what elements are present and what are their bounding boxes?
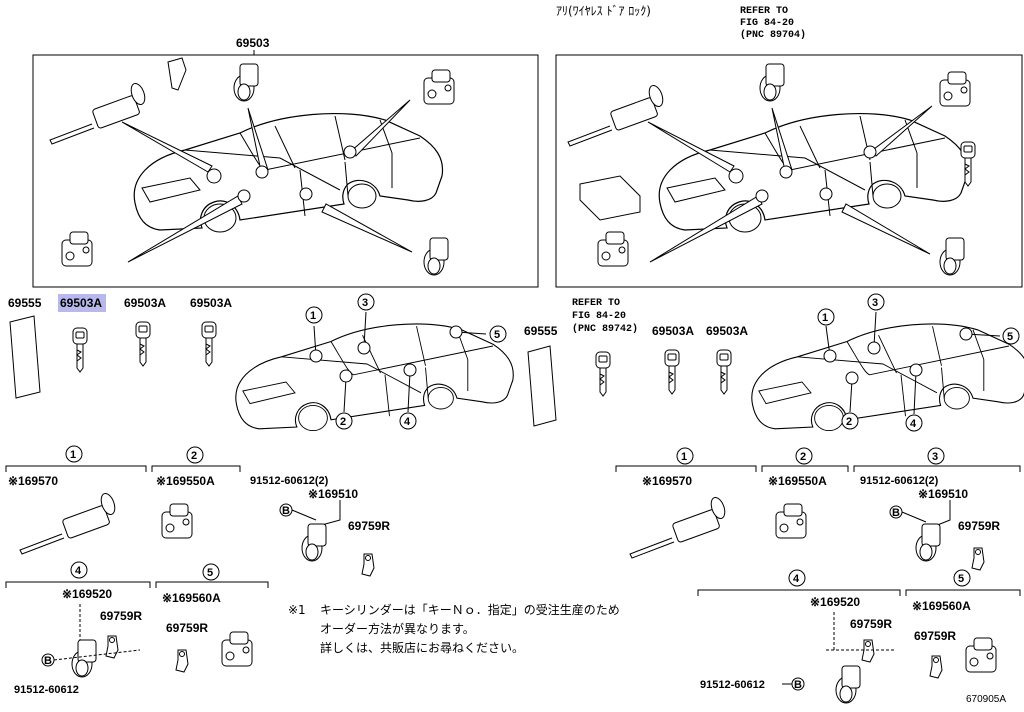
section-2-left: 2 xyxy=(191,450,197,462)
callout-2-right: 2 xyxy=(846,416,852,428)
refer-top-3: (PNC 89704) xyxy=(740,29,806,41)
callout-3-right: 3 xyxy=(872,297,878,309)
part-69759R-left-b[interactable]: 69759R xyxy=(100,609,142,623)
sub-key-right-1 xyxy=(664,349,680,395)
section-1-right: 1 xyxy=(681,451,687,463)
sub-key-left-1 xyxy=(135,321,151,367)
refer-top-2: FIG 84-20 xyxy=(740,18,794,29)
refer-mid-2: FIG 84-20 xyxy=(572,311,626,322)
label-69503A-2: 69503A xyxy=(124,296,166,310)
section-4-left: 4 xyxy=(75,565,82,577)
assembly-box-right xyxy=(555,54,1023,288)
b-mark-left-a: B xyxy=(282,505,290,517)
b-mark-right-b: B xyxy=(794,679,802,691)
part-169550A-left[interactable]: ※169550A xyxy=(156,474,215,488)
part-69759R-right-c[interactable]: 69759R xyxy=(914,629,956,643)
section-5-right: 5 xyxy=(958,573,964,585)
highlight-69503A xyxy=(58,294,106,312)
callout-5-left: 5 xyxy=(494,329,500,341)
callout-1-left: 1 xyxy=(310,310,316,322)
master-key-right xyxy=(595,351,611,397)
part-169510-left[interactable]: ※169510 xyxy=(308,487,358,501)
section-1-left: 1 xyxy=(70,449,76,461)
part-69759R-right-b[interactable]: 69759R xyxy=(850,617,892,631)
part-69759R-left-c[interactable]: 69759R xyxy=(166,621,208,635)
section-4-right: 4 xyxy=(793,573,800,585)
key-plate-right xyxy=(527,345,557,427)
part-169550A-right[interactable]: ※169550A xyxy=(768,474,827,488)
footnote-mark: ※1 xyxy=(288,603,306,617)
part-169570-right[interactable]: ※169570 xyxy=(642,474,692,488)
refer-top-1: REFER TO xyxy=(740,6,788,17)
figure-id: 670905A xyxy=(966,694,1006,705)
b-mark-left-b: B xyxy=(44,655,52,667)
refer-mid-3: (PNC 89742) xyxy=(572,323,638,335)
part-169520-right[interactable]: ※169520 xyxy=(810,595,860,609)
assembly-box-left xyxy=(32,54,539,288)
callout-4-left: 4 xyxy=(404,416,411,428)
part-169560A-right[interactable]: ※169560A xyxy=(912,599,971,613)
callout-5-right: 5 xyxy=(1007,331,1013,343)
master-key-left xyxy=(72,327,88,373)
sub-key-left-2 xyxy=(201,321,217,367)
wireless-note: ｱﾘ(ﾜｲﾔﾚｽ ﾄﾞｱ ﾛｯｸ) xyxy=(556,4,651,18)
ecu-module xyxy=(579,175,641,221)
section-5-left: 5 xyxy=(207,567,213,579)
footnote-line-1: キーシリンダーは「キーＮｏ．指定」の受注生産のため xyxy=(320,602,620,617)
part-169510-right[interactable]: ※169510 xyxy=(918,487,968,501)
callout-1-right: 1 xyxy=(822,312,828,324)
part-169560A-left[interactable]: ※169560A xyxy=(162,591,221,605)
section-3-right: 3 xyxy=(932,451,938,463)
section-2-right: 2 xyxy=(800,451,806,463)
label-69503A-highlighted[interactable]: 69503A xyxy=(60,296,102,310)
label-69503A-right-2: 69503A xyxy=(706,324,748,338)
part-bolt-91512-60612-right[interactable]: 91512-60612 xyxy=(700,679,765,691)
assembly-label-left: 69503 xyxy=(236,36,270,50)
part-69759R-right-a[interactable]: 69759R xyxy=(958,519,1000,533)
refer-mid-1: REFER TO xyxy=(572,298,620,309)
key-plate-left xyxy=(9,315,41,399)
callout-3-left: 3 xyxy=(362,297,368,309)
footnote-line-3: 詳しくは、共販店にお尋ねください。 xyxy=(320,640,524,655)
part-bolt-91512-60612-left[interactable]: 91512-60612 xyxy=(14,684,79,696)
part-bolt-91512-60612x2-right[interactable]: 91512-60612(2) xyxy=(860,475,939,487)
footnote-line-2: オーダー方法が異なります。 xyxy=(320,621,475,636)
label-69555-left: 69555 xyxy=(8,296,42,310)
part-bolt-91512-60612x2-left[interactable]: 91512-60612(2) xyxy=(250,475,329,487)
callout-2-left: 2 xyxy=(340,416,346,428)
part-69759R-left-a[interactable]: 69759R xyxy=(348,519,390,533)
part-169520-left[interactable]: ※169520 xyxy=(62,587,112,601)
ignition-cylinder-drawing-left xyxy=(49,57,187,145)
part-169570-left[interactable]: ※169570 xyxy=(8,474,58,488)
label-69503A-3: 69503A xyxy=(190,296,232,310)
label-69503A-right-1: 69503A xyxy=(652,324,694,338)
callout-4-right: 4 xyxy=(910,418,917,430)
sub-key-right-2 xyxy=(716,349,732,395)
label-69555-right: 69555 xyxy=(524,324,558,338)
b-mark-right-a: B xyxy=(892,507,900,519)
